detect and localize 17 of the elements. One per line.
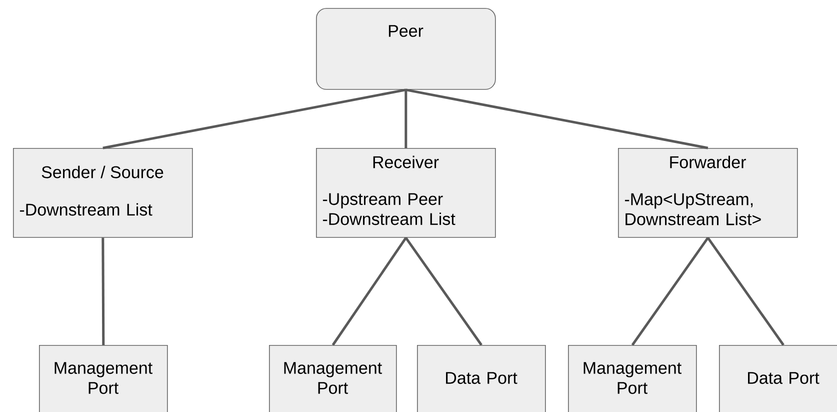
port-box: Management Port	[568, 345, 697, 412]
class-box: Forwarder -Map<UpStream, Downstream List>	[618, 148, 798, 238]
connector-line	[404, 237, 482, 346]
connector-line	[102, 238, 105, 346]
class-box: Receiver -Upstream Peer -Downstream List	[316, 148, 496, 238]
connector-line	[332, 237, 407, 346]
connector-line	[706, 237, 784, 346]
port-box: Management Port	[39, 345, 168, 412]
port-box: Data Port	[719, 345, 837, 412]
connector-line	[404, 90, 408, 148]
connector-line	[631, 237, 709, 346]
connector-line	[406, 88, 708, 150]
class-box: Sender / Source -Downstream List	[13, 148, 193, 238]
port-box: Management Port	[269, 345, 397, 412]
connector-line	[102, 88, 406, 150]
port-box: Data Port	[417, 345, 546, 412]
rounded-box: Peer	[316, 8, 496, 90]
